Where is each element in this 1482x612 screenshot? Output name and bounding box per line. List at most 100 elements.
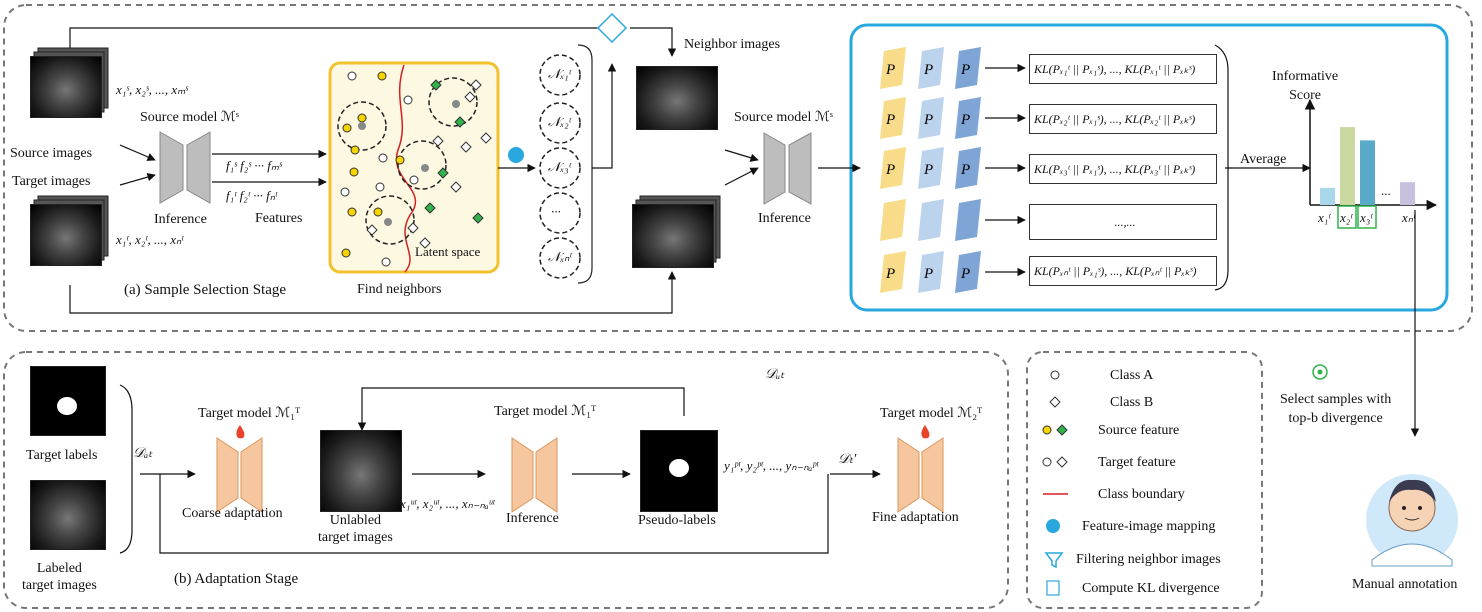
score-tick-dots: ... — [1381, 183, 1391, 198]
feature-row-source: f₁ˢ f₂ˢ ··· fₘˢ — [226, 158, 282, 173]
kl-row-dots: ...,... — [1029, 204, 1217, 240]
probability-symbol: P — [960, 62, 970, 78]
feature-row-target: f₁ᵗ f₂ᵗ ··· fₙᵗ — [226, 188, 278, 203]
target-model-2-label: Target model ℳ₂ᵀ — [880, 406, 983, 421]
score-bar — [1360, 140, 1375, 205]
average-label: Average — [1240, 152, 1287, 167]
probability-block — [918, 199, 944, 241]
probability-block — [955, 47, 981, 89]
flame-icon — [921, 425, 930, 439]
probability-block — [880, 47, 906, 89]
neighbor-circle — [337, 101, 387, 151]
neighbor-set-circles — [539, 54, 581, 279]
probability-symbol: P — [923, 112, 933, 128]
probability-block — [880, 147, 906, 189]
score-bar — [1340, 127, 1355, 205]
score-bar — [1400, 182, 1415, 205]
filter-icon — [596, 12, 628, 44]
neighbor-set-dots: ··· — [551, 204, 561, 219]
probability-symbol: P — [885, 266, 895, 282]
d-ut-label: 𝒟ᵤₜ — [765, 367, 785, 382]
score-tick-2: x₂ᵗ — [1340, 210, 1353, 225]
stage-b-title: (b) Adaptation Stage — [174, 571, 299, 587]
score-tick-n: xₙᵗ — [1402, 210, 1416, 225]
probability-block — [918, 147, 944, 189]
probability-symbol: P — [960, 266, 970, 282]
legend-class-boundary: Class boundary — [1098, 487, 1185, 502]
inference-label: Inference — [154, 212, 207, 227]
probability-block — [880, 97, 906, 139]
target-model-1b-label: Target model ℳ₁ᵀ — [494, 404, 597, 419]
target-model-1-label: Target model ℳ₁ᵀ — [198, 406, 301, 421]
pseudo-label-mask — [640, 430, 718, 512]
unlabeled-target-label: Unlabled target images — [318, 513, 393, 545]
probability-symbol: P — [960, 162, 970, 178]
score-tick-1: x₁ᵗ — [1318, 210, 1331, 225]
labeled-target-label: Labeled target images — [22, 561, 97, 593]
probability-symbol: P — [885, 112, 895, 128]
inference-label-2: Inference — [758, 211, 811, 226]
target-image-2 — [632, 204, 714, 268]
source-images-label: Source images — [10, 146, 93, 161]
d-t-prime-label: 𝒟ₜ′ — [838, 452, 857, 467]
pseudo-labels-label: Pseudo-labels — [638, 513, 716, 528]
source-sequence: x₁ˢ, x₂ˢ, ..., xₘˢ — [116, 82, 188, 97]
neighbor-image — [636, 66, 718, 130]
flame-icon — [236, 425, 245, 439]
unlabeled-sequence: x₁ᵘᵗ, x₂ᵘᵗ, ..., xₙ₋ₙₐᵘᵗ — [400, 496, 495, 511]
target-image — [30, 204, 102, 266]
legend-border — [1026, 351, 1263, 609]
probability-symbol: P — [960, 112, 970, 128]
find-neighbors-label: Find neighbors — [357, 282, 442, 297]
target-images-label: Target images — [12, 174, 91, 189]
legend-class-b: Class B — [1110, 395, 1154, 410]
kl-row-3: KL(Pₓ₃ᵗ || Pₓ₁ˢ), ..., KL(Pₓ₃ᵗ || Pₓₖˢ) — [1029, 154, 1217, 184]
probability-block — [918, 251, 944, 293]
neighbor-circle — [365, 195, 415, 245]
probability-symbol: P — [923, 266, 933, 282]
select-icon — [1312, 364, 1328, 380]
coarse-adaptation-label: Coarse adaptation — [182, 506, 283, 521]
stage-b-border — [3, 351, 1009, 609]
probability-symbol: P — [885, 162, 895, 178]
source-model-label-2: Source model ℳˢ — [734, 110, 833, 125]
fine-adaptation-label: Fine adaptation — [872, 510, 959, 525]
neighbor-set-2: 𝒩ₓ₂ᵗ — [548, 114, 571, 129]
neighbor-circle — [428, 77, 478, 127]
score-bar — [1320, 187, 1335, 205]
probability-block — [955, 251, 981, 293]
feature-image-mapping-icon — [1046, 519, 1060, 533]
kl-row-2: KL(Pₓ₂ᵗ || Pₓ₁ˢ), ..., KL(Pₓ₂ᵗ || Pₓₖˢ) — [1029, 104, 1217, 134]
select-samples-label: Select samples with top-b divergence — [1280, 392, 1392, 426]
feature-image-mapping-icon — [508, 147, 524, 163]
legend-class-a: Class A — [1110, 368, 1154, 383]
probability-block — [955, 199, 981, 241]
probability-symbol: P — [923, 62, 933, 78]
source-image — [30, 56, 102, 118]
neighbor-set-3: 𝒩ₓ₃ᵗ — [548, 159, 571, 174]
features-label: Features — [255, 211, 303, 226]
stage-a-border — [3, 4, 1473, 332]
legend-filter: Filtering neighbor images — [1076, 552, 1221, 567]
neighbor-images-label: Neighbor images — [684, 37, 781, 52]
manual-annotation-label: Manual annotation — [1352, 577, 1458, 592]
neighbor-set-1: 𝒩ₓ₁ᵗ — [548, 66, 571, 81]
probability-symbol: P — [923, 162, 933, 178]
labeled-target-image — [30, 480, 106, 550]
probability-block — [955, 147, 981, 189]
latent-space-label: Latent space — [415, 244, 481, 259]
target-sequence: x₁ᵗ, x₂ᵗ, ..., xₙᵗ — [116, 232, 184, 247]
neighbor-set-n: 𝒩ₓₙᵗ — [548, 249, 572, 264]
probability-block — [918, 97, 944, 139]
probability-block — [918, 47, 944, 89]
probability-block — [880, 251, 906, 293]
inference-label-b: Inference — [506, 511, 559, 526]
legend-target-feature: Target feature — [1098, 455, 1176, 470]
unlabeled-target-image — [320, 430, 402, 512]
d-at-label: 𝒟ₐₜ — [133, 446, 153, 461]
score-tick-3: x₃ᵗ — [1360, 210, 1373, 225]
informative-score-label: Informative Score — [1272, 69, 1339, 103]
target-labels-label: Target labels — [26, 448, 98, 463]
kl-row-n: KL(Pₓₙᵗ || Pₓ₁ˢ), ..., KL(Pₓₙᵗ || Pₓₖˢ) — [1029, 256, 1217, 286]
probability-symbol: P — [885, 62, 895, 78]
